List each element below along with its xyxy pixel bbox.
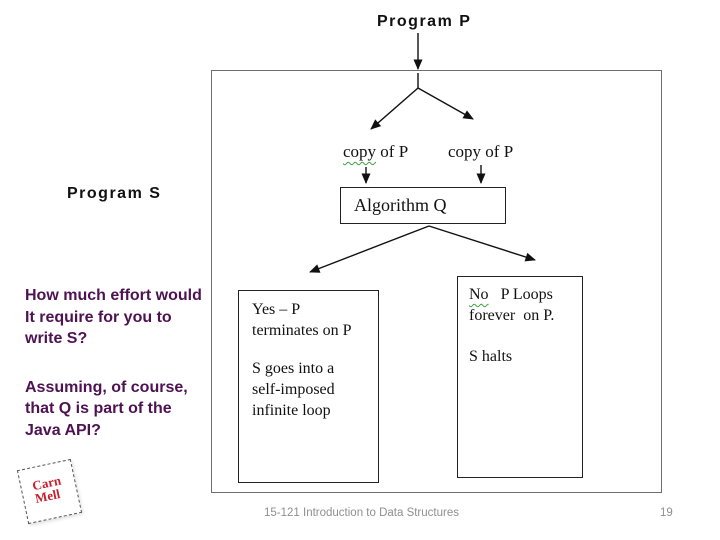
yes-box-paragraph-1: Yes – P terminates on P bbox=[252, 299, 374, 341]
no-word-wavy-underline: No bbox=[469, 286, 489, 303]
yes-terminates-box: Yes – P terminates on P S goes into a se… bbox=[238, 290, 379, 483]
yes-box-line: infinite loop bbox=[252, 402, 331, 419]
no-box-line: forever on P. bbox=[469, 307, 555, 324]
program-p-label: Program P bbox=[377, 13, 472, 30]
notes-line: It require for you to bbox=[25, 308, 172, 326]
algorithm-q-label: Algorithm Q bbox=[354, 195, 447, 215]
yes-box-line: S goes into a bbox=[252, 360, 335, 377]
notes-line: How much effort would bbox=[25, 287, 202, 304]
yes-box-line: terminates on P bbox=[252, 322, 352, 339]
notes-line: that Q is part of the bbox=[25, 400, 172, 417]
diagram-frame bbox=[211, 70, 662, 493]
algorithm-q-box: Algorithm Q bbox=[340, 187, 506, 224]
program-s-label: Program S bbox=[67, 185, 162, 202]
copy-of-p-left-label: copy of P bbox=[343, 142, 408, 162]
notes-paragraph-1: How much effort would It require for you… bbox=[25, 285, 230, 350]
notes-paragraph-2: Assuming, of course, that Q is part of t… bbox=[25, 377, 230, 442]
copy-word-wavy-underline: copy bbox=[343, 142, 377, 161]
footer-page-number: 19 bbox=[660, 507, 673, 519]
no-box-line: S halts bbox=[469, 348, 513, 365]
footer-course-title: 15-121 Introduction to Data Structures bbox=[264, 507, 459, 519]
copy-left-rest: of P bbox=[376, 142, 409, 161]
no-box-paragraph-2: S halts bbox=[469, 346, 580, 367]
yes-box-line: self-imposed bbox=[252, 381, 335, 398]
yes-box-paragraph-2: S goes into a self-imposed infinite loop bbox=[252, 358, 374, 421]
no-line1-rest: P Loops bbox=[488, 286, 553, 303]
notes-line: Java API? bbox=[25, 421, 101, 439]
notes-line: write S? bbox=[25, 330, 88, 347]
no-loops-box: No P Loops forever on P. S halts bbox=[457, 276, 583, 478]
commentary-notes: How much effort would It require for you… bbox=[25, 285, 230, 441]
no-box-line: No P Loops bbox=[469, 284, 580, 305]
no-box-paragraph-1: No P Loops forever on P. bbox=[469, 284, 580, 326]
copy-of-p-right-label: copy of P bbox=[448, 142, 514, 161]
yes-box-line: Yes – P bbox=[252, 301, 301, 318]
carnegie-mellon-logo: Carn Mell bbox=[16, 458, 83, 525]
notes-line: Assuming, of course, bbox=[25, 378, 188, 396]
